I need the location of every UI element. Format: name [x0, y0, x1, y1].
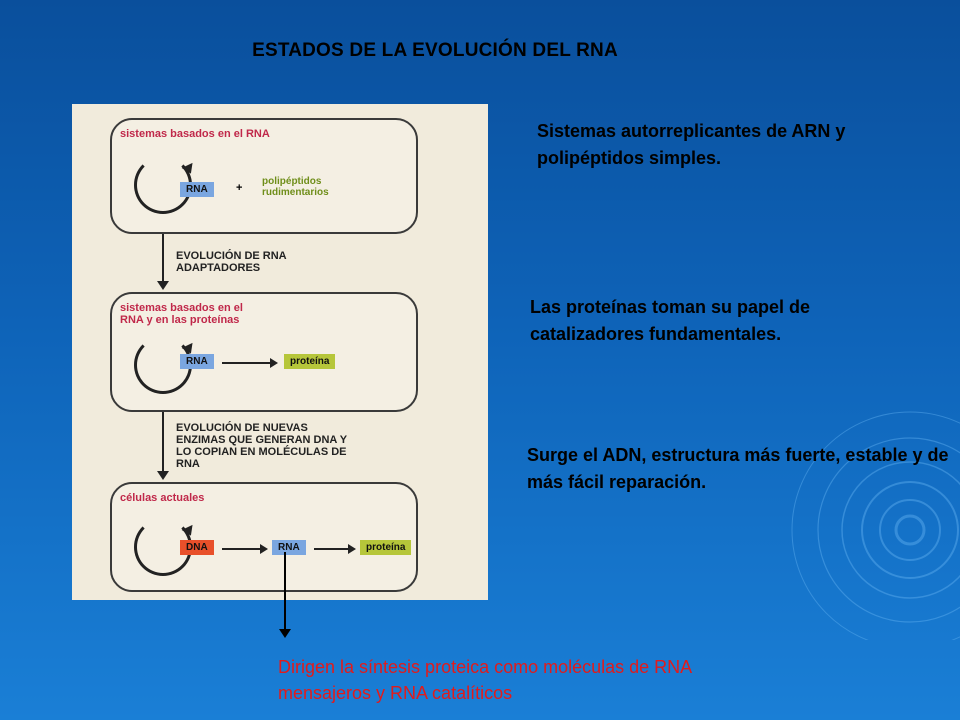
- dna-tag: DNA: [180, 540, 214, 555]
- rna-tag: RNA: [272, 540, 306, 555]
- right-arrow-icon: [314, 544, 356, 554]
- stage-box-rna-systems: sistemas basados en el RNA RNA + polipép…: [110, 118, 418, 234]
- evolution-step-label: EVOLUCIÓN DE NUEVAS ENZIMAS QUE GENERAN …: [176, 422, 347, 470]
- protein-tag: proteína: [360, 540, 412, 555]
- textbook-figure: sistemas basados en el RNA RNA + polipép…: [72, 104, 488, 600]
- stage-box-modern-cells: células actuales DNA RNA proteína: [110, 482, 418, 592]
- stage-title: células actuales: [120, 492, 205, 504]
- evolution-step-label: EVOLUCIÓN DE RNA ADAPTADORES: [176, 250, 287, 274]
- slide-title: ESTADOS DE LA EVOLUCIÓN DEL RNA: [252, 40, 618, 61]
- stage-title: sistemas basados en el RNA: [120, 128, 270, 140]
- product-label: polipéptidos rudimentarios: [262, 176, 329, 198]
- note-stage-3: Surge el ADN, estructura más fuerte, est…: [527, 445, 949, 492]
- rna-tag: RNA: [180, 354, 214, 369]
- stage-title: sistemas basados en el RNA y en las prot…: [120, 302, 243, 326]
- callout-text: Dirigen la síntesis proteica como molécu…: [278, 657, 692, 703]
- stage-box-rna-protein-systems: sistemas basados en el RNA y en las prot…: [110, 292, 418, 412]
- note-stage-1: Sistemas autorreplicantes de ARN y polip…: [537, 121, 846, 168]
- right-arrow-icon: [222, 544, 268, 554]
- right-arrow-icon: [222, 358, 278, 368]
- down-arrow-icon: [157, 234, 169, 290]
- note-stage-2: Las proteínas toman su papel de cataliza…: [530, 297, 811, 344]
- rna-tag: RNA: [180, 182, 214, 197]
- plus-sign: +: [236, 182, 243, 194]
- protein-tag: proteína: [284, 354, 336, 369]
- down-arrow-icon: [157, 412, 169, 480]
- callout-arrow-icon: [279, 552, 291, 638]
- water-ripple-decoration: [791, 411, 960, 640]
